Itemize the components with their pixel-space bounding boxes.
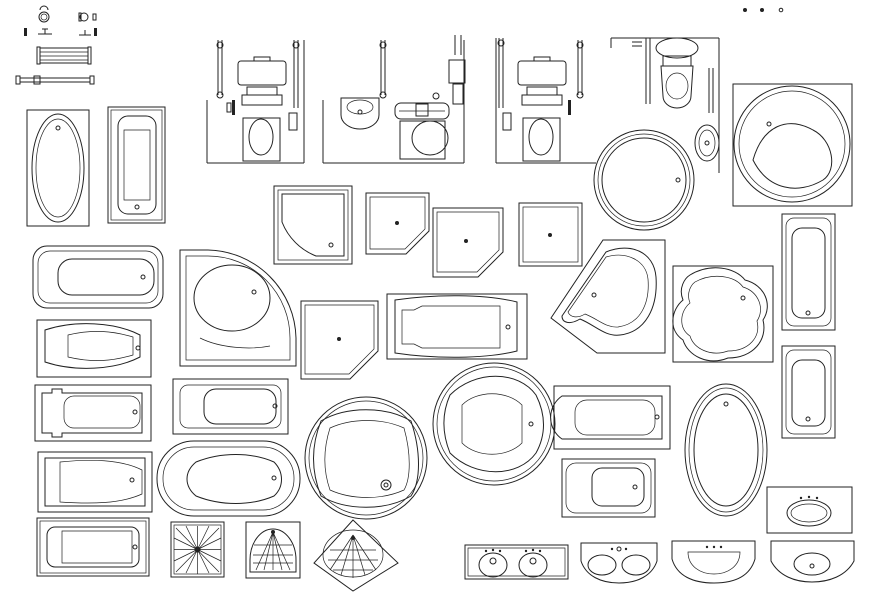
washbasin-rectangular [671,540,756,584]
corner-bathtub-quatrefoil [672,265,774,363]
round-bathtub-square-basin [304,396,428,520]
oval-bathtub-freestanding [684,383,768,517]
corner-bathtub-3 [550,239,666,354]
rect-bathtub-h-2 [36,319,152,378]
towel-bar-icon [15,75,95,85]
washbasin-oval-counter [766,486,853,534]
oval-bathtub-framed [26,109,90,227]
shower-valve-icon [79,28,97,36]
round-bathtub-1 [593,129,695,231]
accessible-toilet-layout-3 [495,38,596,164]
round-bathtub-2 [432,362,556,486]
double-washbasin-curved [580,542,658,584]
towel-shelf-icon [36,46,92,65]
towel-ring-icon [38,5,50,23]
rect-bathtub-h-7 [172,378,289,435]
rect-bathtub-h-1 [32,245,164,309]
small-fittings-icon [743,7,784,13]
corner-bathtub-round-1 [732,83,853,207]
rect-bathtub-vertical-1 [107,106,166,224]
rect-bathtub-vertical-2 [781,213,836,331]
shower-tray-radial-corner [313,519,399,592]
rect-bathtub-h-3 [34,384,152,442]
robe-hook-icon [78,12,97,22]
corner-bathtub-2 [179,249,297,367]
rect-bathtub-vertical-3 [781,345,836,439]
shower-tray-star-drain [170,521,225,578]
accessible-toilet-layout-2 [322,35,466,164]
pentagon-shower-tray-1 [365,192,430,255]
rounded-bathtub-1 [156,440,301,517]
rect-bathtub-h-6 [386,293,528,360]
double-washbasin [464,544,569,580]
square-shower-tray-1 [518,202,583,267]
accessible-toilet-layout-1 [206,40,305,164]
washbasin-wall [770,540,855,583]
corner-shower-tray-1 [273,185,353,265]
pentagon-shower-tray-3 [300,300,379,380]
shower-tray-radial-grid-1 [245,521,301,579]
rect-bathtub-h-5 [36,517,150,577]
rect-bathtub-h-9 [561,458,656,518]
pentagon-shower-tray-2 [432,207,504,278]
rect-bathtub-h-4 [37,451,153,513]
faucet-icon [24,28,52,36]
toilet-corner-room [610,37,720,173]
rect-bathtub-h-8 [550,385,671,450]
